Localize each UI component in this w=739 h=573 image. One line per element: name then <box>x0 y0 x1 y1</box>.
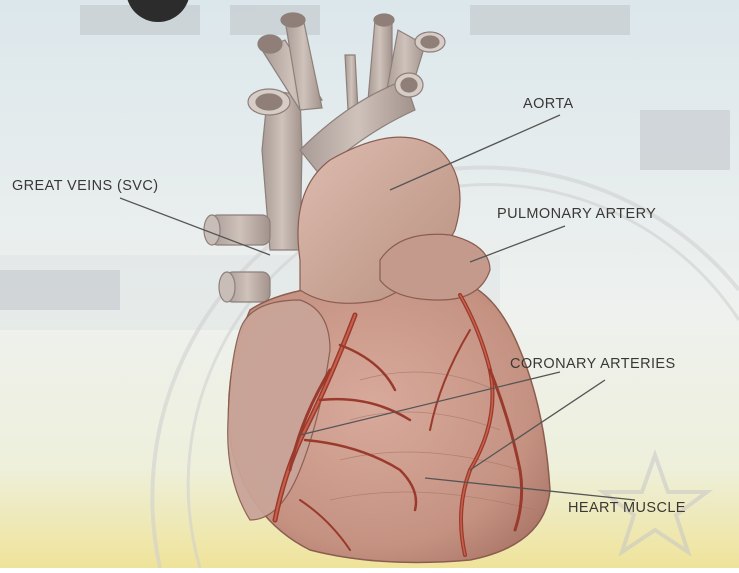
label-aorta: AORTA <box>523 96 574 112</box>
label-heart-muscle: HEART MUSCLE <box>568 500 686 516</box>
label-coronary-arteries: CORONARY ARTERIES <box>510 356 676 372</box>
label-pulmonary-artery: PULMONARY ARTERY <box>497 206 656 222</box>
label-great-veins: GREAT VEINS (SVC) <box>12 178 158 194</box>
